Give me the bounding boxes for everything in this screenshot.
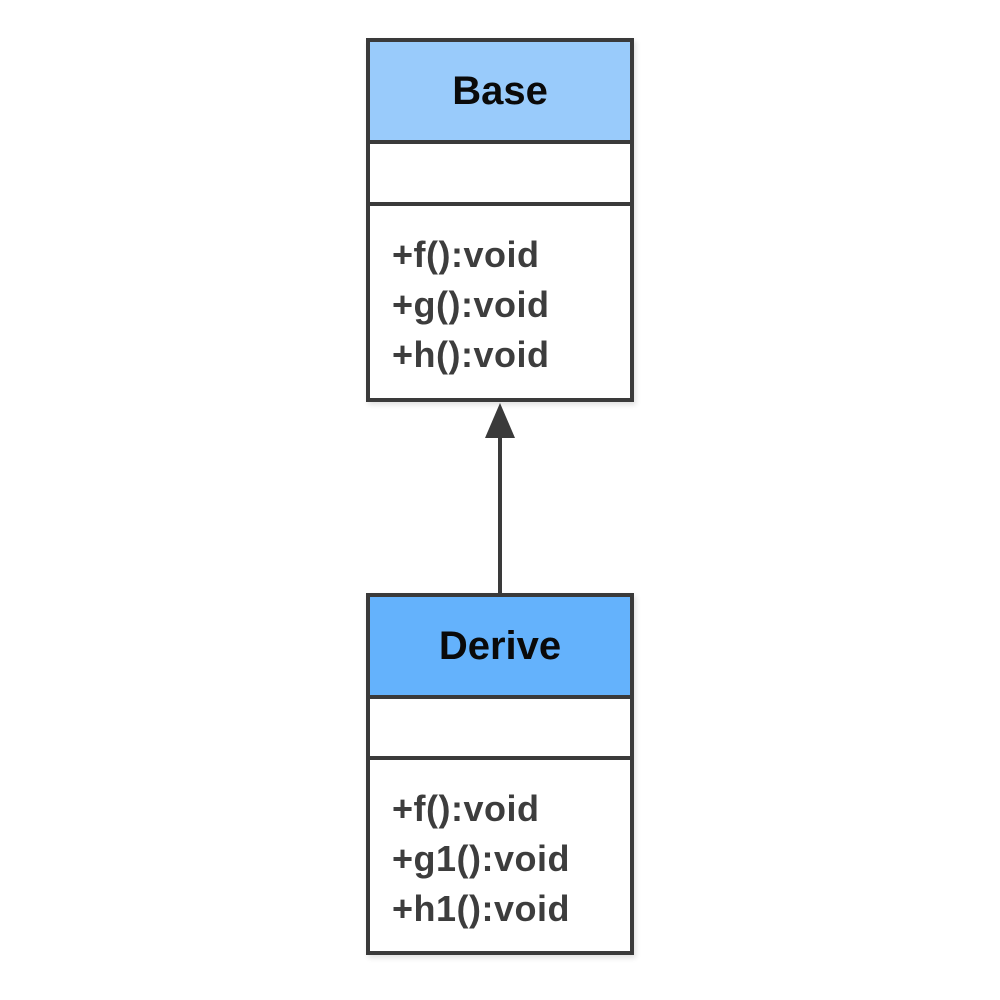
class-box-base: Base +f():void +g():void +h():void xyxy=(366,38,634,402)
class-name-base: Base xyxy=(452,68,548,113)
method-entry: +g():void xyxy=(392,284,550,325)
method-entry: +f():void xyxy=(392,788,540,829)
inheritance-arrowhead-icon xyxy=(485,403,515,438)
methods-section-base: +f():void +g():void +h():void xyxy=(370,206,630,380)
arrow-shaft xyxy=(498,432,502,594)
attributes-section-base xyxy=(370,144,630,206)
attributes-section-derive xyxy=(370,699,630,760)
class-name-derive: Derive xyxy=(438,623,562,668)
method-entry: +h():void xyxy=(392,334,550,375)
method-entry: +g1():void xyxy=(392,838,571,879)
class-header-base: Base xyxy=(370,42,630,144)
class-box-derive: Derive +f():void +g1():void +h1():void xyxy=(366,593,634,955)
inheritance-arrow xyxy=(485,403,515,594)
method-entry: +f():void xyxy=(392,234,540,275)
method-entry: +h1():void xyxy=(392,888,571,929)
class-header-derive: Derive xyxy=(370,597,630,699)
methods-section-derive: +f():void +g1():void +h1():void xyxy=(370,760,630,934)
